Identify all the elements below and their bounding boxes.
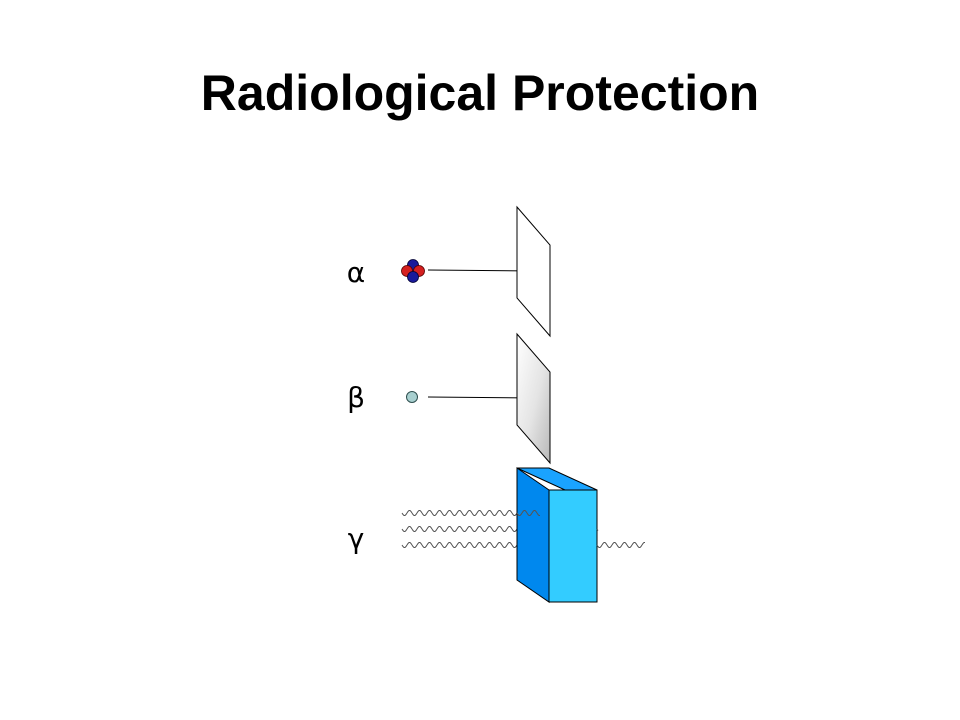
- gamma-wave: [596, 542, 645, 548]
- gamma-wave: [401, 510, 518, 516]
- paper-shield: [516, 205, 551, 338]
- beta-label: β: [347, 381, 365, 414]
- lead-block-shield: [516, 467, 598, 603]
- lead-block-side: [516, 467, 550, 603]
- gamma-wave: [401, 526, 518, 532]
- gamma-wave: [401, 542, 518, 548]
- aluminium-shield: [516, 332, 551, 465]
- alpha-neutron: [407, 271, 419, 283]
- gamma-wave: [596, 528, 599, 531]
- lead-block-front: [548, 489, 598, 603]
- alpha-particle: [401, 259, 425, 283]
- alpha-label: α: [347, 256, 365, 289]
- page-title: Radiological Protection: [200, 65, 760, 121]
- gamma-wave: [516, 510, 540, 516]
- beta-particle: [406, 391, 418, 403]
- gamma-label: γ: [348, 522, 365, 555]
